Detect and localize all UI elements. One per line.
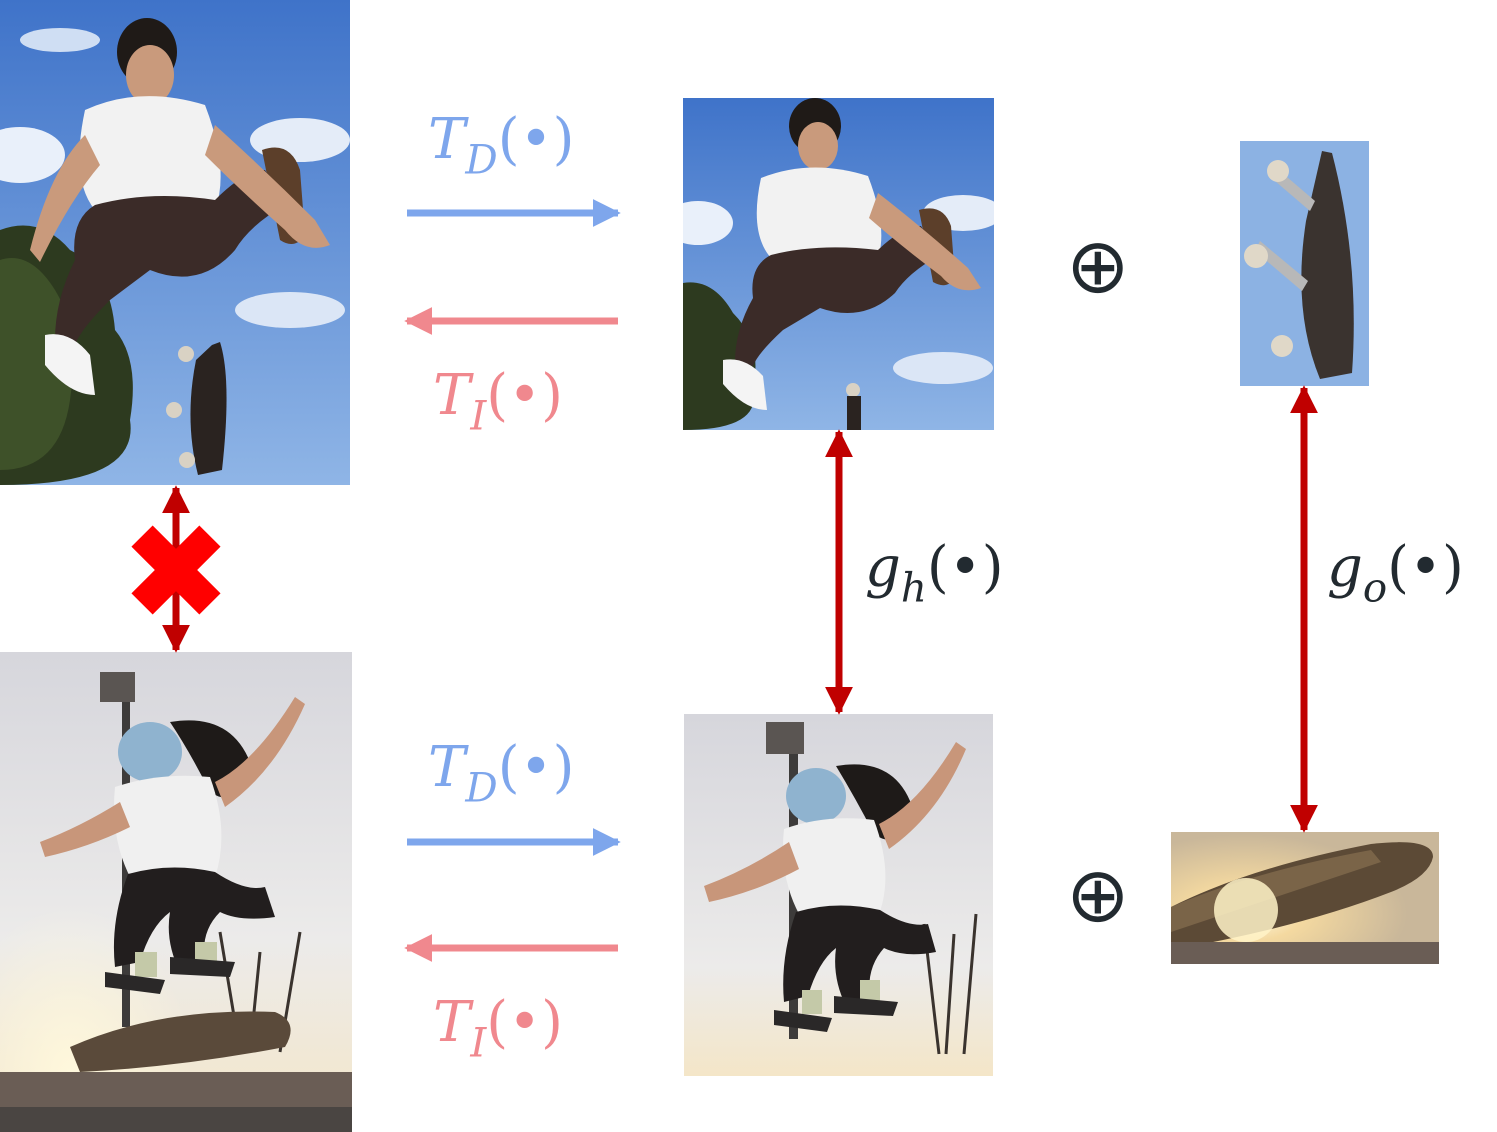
human-crop-bottom: [684, 714, 993, 1076]
object-crop-bottom: [1171, 832, 1439, 964]
original-image-bottom: [0, 652, 352, 1132]
object-crop-top: [1240, 141, 1369, 386]
original-image-top: [0, 0, 350, 485]
human-match-label: gh(•): [865, 535, 1004, 612]
forward-transform-label-top: TD(•): [428, 107, 575, 184]
human-crop-top: [683, 98, 994, 430]
object-match-label: go(•): [1327, 535, 1464, 612]
mismatch-cross-icon: [131, 525, 221, 615]
inverse-transform-label-bottom: TI(•): [433, 990, 564, 1067]
combine-symbol-top: ⊕: [1066, 221, 1130, 310]
forward-transform-label-bottom: TD(•): [428, 735, 575, 812]
combine-symbol-bottom: ⊕: [1066, 850, 1130, 939]
inverse-transform-label-top: TI(•): [433, 363, 564, 440]
